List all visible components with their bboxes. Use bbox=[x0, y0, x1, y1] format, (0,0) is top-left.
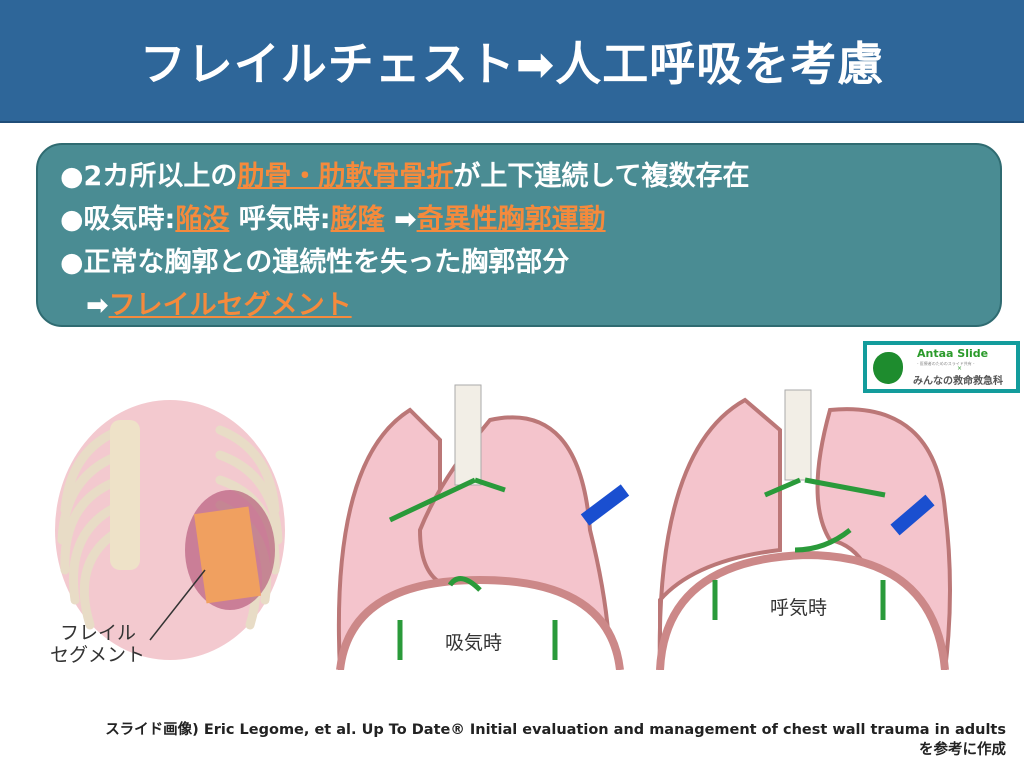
bullet-3: ●正常な胸郭との連続性を失った胸郭部分 bbox=[60, 241, 1000, 284]
citation-line-2: を参考に作成 bbox=[919, 742, 1006, 758]
citation-line-1: スライド画像) Eric Legome, et al. Up To Date® … bbox=[105, 722, 1006, 738]
logo-sub: - 医療者のためのスライド共有 - bbox=[917, 361, 975, 366]
title-bar: フレイルチェスト➡人工呼吸を考慮 bbox=[0, 0, 1024, 123]
logo-x: × bbox=[957, 365, 963, 372]
inspiration-label: 吸気時 bbox=[445, 632, 503, 654]
segment-label-2: セグメント bbox=[50, 644, 146, 666]
expiration-label: 呼気時 bbox=[770, 597, 828, 619]
text: ●正常な胸郭との連続性を失った胸郭部分 bbox=[60, 247, 570, 278]
logo-name: Antaa Slide bbox=[917, 347, 989, 360]
arrow-icon: ➡ bbox=[384, 204, 417, 235]
text: ●2カ所以上の bbox=[60, 161, 238, 192]
segment-label-1: フレイル bbox=[60, 622, 137, 644]
highlight: 奇異性胸郭運動 bbox=[416, 204, 606, 235]
arrow-icon: ➡ bbox=[86, 290, 109, 321]
highlight: 肋骨・肋軟骨骨折 bbox=[237, 161, 454, 192]
text: が上下連続して複数存在 bbox=[453, 161, 750, 192]
text: ●吸気時: bbox=[60, 204, 176, 235]
expiration-lungs-illustration bbox=[656, 389, 952, 670]
text: 呼気時: bbox=[229, 204, 331, 235]
bullet-1: ●2カ所以上の肋骨・肋軟骨骨折が上下連続して複数存在 bbox=[60, 155, 1000, 198]
rib-cage-illustration bbox=[55, 400, 285, 660]
logo-partner: みんなの救命救急科 bbox=[913, 376, 1003, 387]
key-points-box: ●2カ所以上の肋骨・肋軟骨骨折が上下連続して複数存在 ●吸気時:陥没 呼気時:膨… bbox=[36, 143, 1002, 327]
citation: スライド画像) Eric Legome, et al. Up To Date® … bbox=[105, 720, 1006, 760]
highlight: フレイルセグメント bbox=[108, 290, 352, 321]
antaa-logo: Antaa Slide - 医療者のためのスライド共有 - × みんなの救命救急… bbox=[863, 341, 1020, 393]
bullet-2: ●吸気時:陥没 呼気時:膨隆 ➡奇異性胸郭運動 bbox=[60, 198, 1000, 241]
highlight: 膨隆 bbox=[330, 204, 385, 235]
leaf-icon bbox=[873, 352, 903, 384]
slide-title: フレイルチェスト➡人工呼吸を考慮 bbox=[139, 36, 885, 91]
highlight: 陥没 bbox=[175, 204, 230, 235]
bullet-3-cont: ➡フレイルセグメント bbox=[60, 284, 1000, 327]
inspiration-lungs-illustration bbox=[336, 384, 630, 670]
